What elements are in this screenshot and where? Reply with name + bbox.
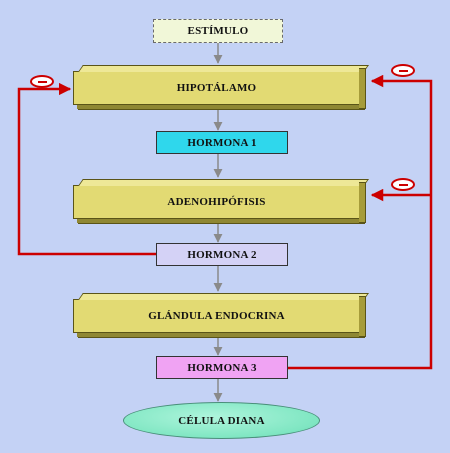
adenohypophysis-label: ADENOHIPÓFISIS [167,196,266,208]
hormone3-label: HORMONA 3 [187,361,257,374]
hormone3-box: HORMONA 3 [156,356,288,379]
endocrine-gland-label: GLÁNDULA ENDOCRINA [148,310,285,322]
hormone2-label: HORMONA 2 [187,248,257,261]
minus-sign-icon [391,178,415,191]
target-cell-ellipse: CÉLULA DIANA [123,402,320,439]
feedback-hormone2-to-hypothalamus [17,82,156,256]
stimulus-box: ESTÍMULO [153,19,283,43]
target-cell-label: CÉLULA DIANA [178,414,265,427]
minus-sign-icon [391,64,415,77]
minus-sign-icon [30,75,54,88]
endocrine-gland-box: GLÁNDULA ENDOCRINA [73,296,366,337]
stimulus-label: ESTÍMULO [187,25,249,37]
hormone1-label: HORMONA 1 [187,136,257,149]
hormone1-box: HORMONA 1 [156,131,288,154]
hypothalamus-box: HIPOTÁLAMO [73,68,366,109]
hypothalamus-label: HIPOTÁLAMO [176,82,257,94]
feedback-hormone3-to-hypothalamus [288,74,433,370]
hormone2-box: HORMONA 2 [156,243,288,266]
adenohypophysis-box: ADENOHIPÓFISIS [73,182,366,223]
